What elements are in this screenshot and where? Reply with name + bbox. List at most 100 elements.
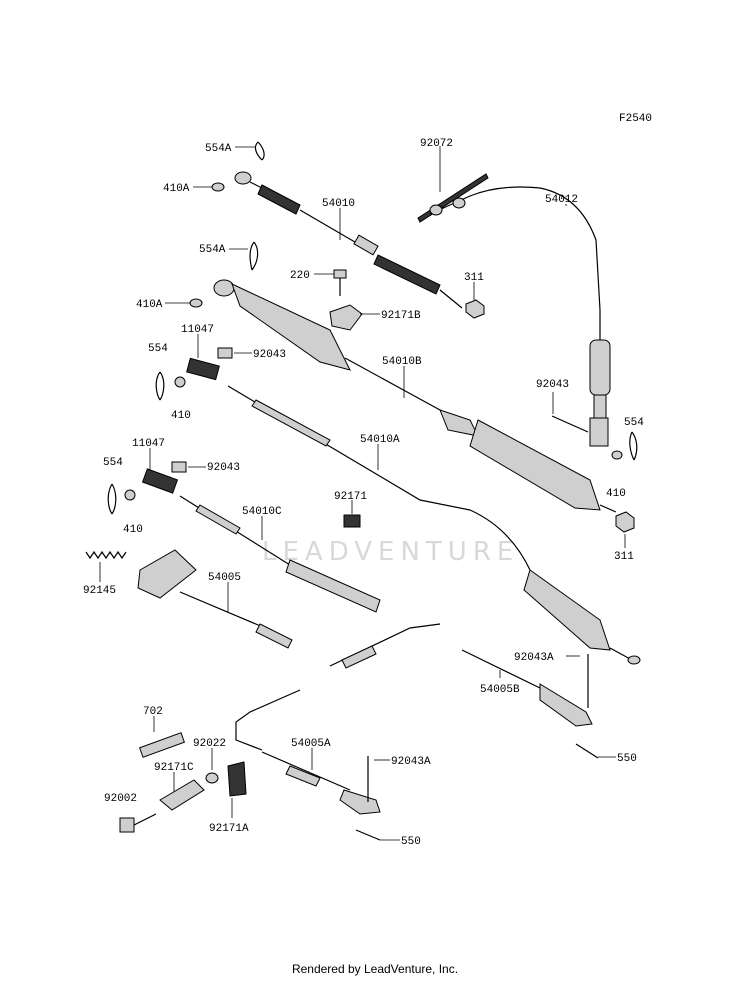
label-311-top: 311: [464, 272, 484, 300]
cable-54010a: [227, 385, 641, 665]
cable-54005: [137, 549, 293, 649]
svg-text:220: 220: [290, 270, 310, 282]
svg-text:54010B: 54010B: [382, 356, 422, 368]
label-54010b: 54010B: [382, 356, 422, 398]
svg-text:410A: 410A: [136, 299, 163, 311]
cable-tie-92072: [417, 173, 489, 223]
svg-text:410A: 410A: [163, 183, 190, 195]
svg-text:54005: 54005: [208, 572, 241, 584]
label-550-top: 550: [598, 753, 637, 765]
svg-text:311: 311: [464, 272, 484, 284]
part-11047-top: [186, 357, 220, 381]
svg-text:92043A: 92043A: [514, 652, 554, 664]
pin-554a-top: [254, 141, 265, 161]
label-92022: 92022: [193, 738, 226, 770]
svg-text:92002: 92002: [104, 793, 137, 805]
label-554-left: 554: [148, 343, 168, 355]
label-54012: 54012: [545, 194, 578, 206]
svg-text:92043: 92043: [536, 379, 569, 391]
svg-text:554: 554: [148, 343, 168, 355]
part-92171: [343, 514, 361, 528]
label-92043-top: 92043: [234, 349, 286, 361]
svg-text:410: 410: [171, 410, 191, 422]
washer-410-right: [611, 450, 623, 460]
pin-92043-right: [551, 415, 589, 433]
label-92171b: 92171B: [360, 310, 421, 322]
washer-92022: [205, 772, 219, 784]
label-54005: 54005: [208, 572, 241, 612]
figure-code: F2540: [619, 113, 652, 125]
label-92043a-top: 92043A: [514, 652, 580, 664]
label-410-left2: 410: [123, 524, 143, 536]
label-54010: 54010: [322, 198, 355, 240]
cable-54010c: [141, 468, 381, 613]
pin-554-left: [155, 371, 165, 401]
cable-54012: [429, 186, 611, 447]
cable-54005b: [329, 623, 593, 727]
svg-text:92171B: 92171B: [381, 310, 421, 322]
label-92043-mid: 92043: [188, 462, 240, 474]
label-554a-top: 554A: [205, 143, 256, 155]
svg-text:92171: 92171: [334, 491, 367, 503]
cable-54010: [234, 171, 463, 309]
svg-text:54010: 54010: [322, 198, 355, 210]
clamp-92171a: [227, 761, 247, 797]
svg-text:54010C: 54010C: [242, 506, 282, 518]
svg-text:554: 554: [624, 417, 644, 429]
label-11047-mid: 11047: [132, 438, 165, 470]
label-92171c: 92171C: [154, 762, 194, 792]
svg-text:92171C: 92171C: [154, 762, 194, 774]
nut-311-bottom: [615, 511, 635, 533]
label-410a-mid: 410A: [136, 299, 190, 311]
svg-text:311: 311: [614, 551, 634, 563]
svg-text:410: 410: [606, 488, 626, 500]
label-550-bottom: 550: [380, 836, 421, 848]
label-54005b: 54005B: [480, 670, 520, 696]
svg-text:702: 702: [143, 706, 163, 718]
svg-text:54010A: 54010A: [360, 434, 400, 446]
label-92145: 92145: [83, 562, 116, 597]
svg-text:92043: 92043: [207, 462, 240, 474]
bolt-92002: [119, 813, 157, 833]
label-702: 702: [143, 706, 163, 732]
washer-410a-mid: [189, 298, 203, 308]
cotter-550-top: [575, 743, 599, 759]
label-554-right: 554: [624, 417, 644, 429]
svg-text:92043: 92043: [253, 349, 286, 361]
pin-92043-mid: [171, 461, 187, 473]
footer-credit: Rendered by LeadVenture, Inc.: [291, 962, 459, 976]
bracket-92171c: [159, 779, 205, 811]
label-220: 220: [290, 270, 334, 282]
label-554a-mid: 554A: [199, 244, 248, 256]
tube-702: [138, 732, 186, 758]
pin-554-right: [629, 431, 638, 461]
label-554-left2: 554: [103, 457, 123, 469]
pin-554a-mid: [249, 241, 259, 271]
washer-410-left2: [124, 489, 136, 501]
svg-text:92022: 92022: [193, 738, 226, 750]
pin-92043-top: [217, 347, 233, 359]
label-54005a: 54005A: [291, 738, 331, 770]
bolt-220: [333, 269, 347, 296]
svg-text:11047: 11047: [132, 438, 165, 450]
svg-text:92145: 92145: [83, 585, 116, 597]
label-54010a: 54010A: [360, 434, 400, 470]
svg-text:554A: 554A: [199, 244, 226, 256]
label-92171a: 92171A: [209, 798, 249, 835]
svg-text:554: 554: [103, 457, 123, 469]
cotter-550-bottom: [355, 829, 381, 841]
svg-text:550: 550: [401, 836, 421, 848]
label-92072: 92072: [420, 138, 453, 192]
svg-text:550: 550: [617, 753, 637, 765]
label-410a-top: 410A: [163, 183, 212, 195]
label-11047-top: 11047: [181, 324, 214, 358]
svg-text:54012: 54012: [545, 194, 578, 206]
svg-text:54005B: 54005B: [480, 684, 520, 696]
cable-54005a: [235, 689, 381, 815]
svg-text:410: 410: [123, 524, 143, 536]
label-92043-right: 92043: [536, 379, 569, 414]
svg-text:554A: 554A: [205, 143, 232, 155]
svg-text:11047: 11047: [181, 324, 214, 336]
pin-554-left2: [107, 483, 117, 515]
